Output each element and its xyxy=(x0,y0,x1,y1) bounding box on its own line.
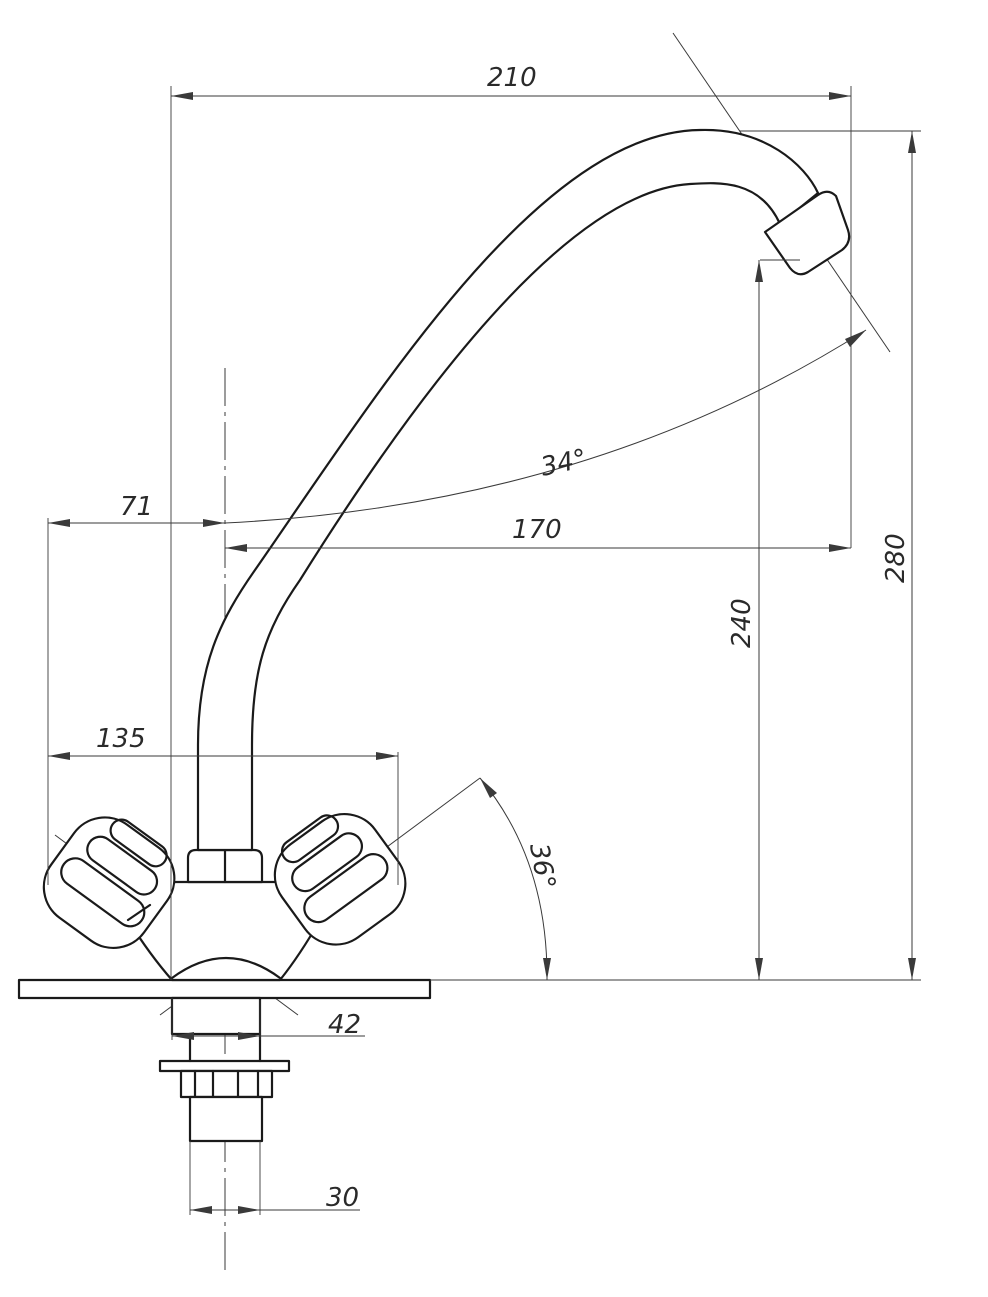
extension-lines xyxy=(47,86,921,1215)
countertop-plate xyxy=(17,978,432,1000)
faucet-body xyxy=(17,128,851,1143)
dim-280-label: 280 xyxy=(881,533,911,583)
washer xyxy=(158,1059,291,1073)
right-handle xyxy=(273,812,407,946)
fixing-nut xyxy=(179,1069,274,1099)
dimension-lines xyxy=(48,92,916,1214)
dimension-labels: 210 71 170 135 42 30 34° 240 280 36° xyxy=(96,63,911,1213)
left-handle xyxy=(42,816,176,950)
dim-30-label: 30 xyxy=(326,1183,359,1213)
body-dome xyxy=(170,956,282,980)
dim-34deg-label: 34° xyxy=(538,444,589,483)
dim-240-label: 240 xyxy=(727,598,757,648)
aerator-nozzle xyxy=(763,190,851,276)
dim-170-label: 170 xyxy=(512,515,562,545)
threaded-stud xyxy=(188,1095,264,1143)
dim-71-label: 71 xyxy=(120,492,153,522)
dim-135-label: 135 xyxy=(96,724,146,754)
spout xyxy=(196,128,820,852)
dim-42-label: 42 xyxy=(328,1010,361,1040)
dim-36deg-label: 36° xyxy=(523,841,561,892)
dim-210-label: 210 xyxy=(487,63,537,93)
shank xyxy=(170,996,262,1036)
